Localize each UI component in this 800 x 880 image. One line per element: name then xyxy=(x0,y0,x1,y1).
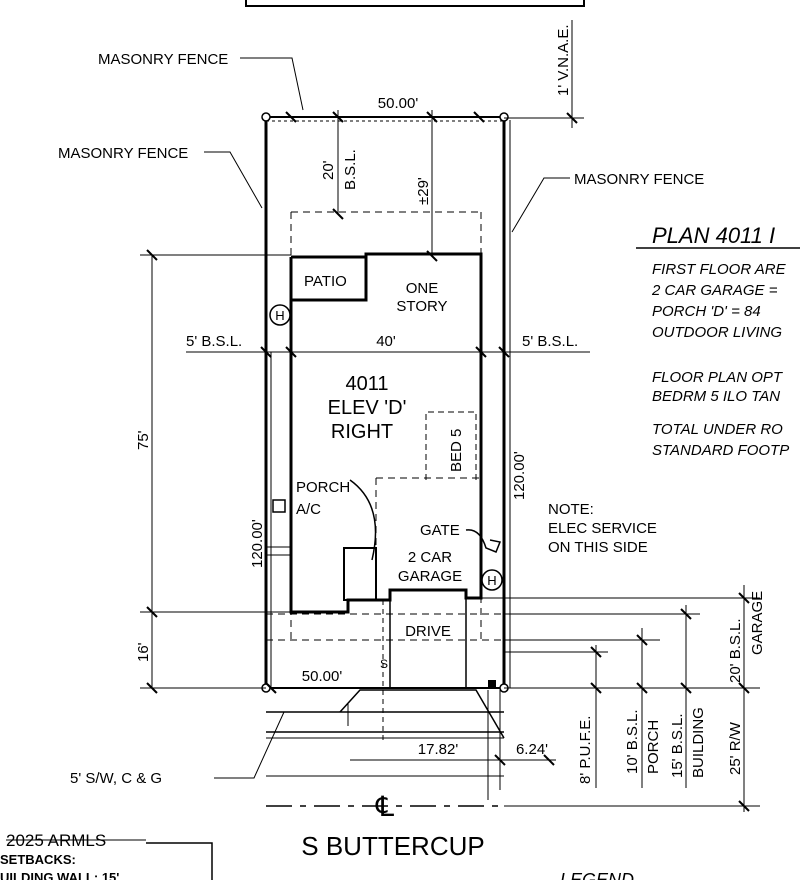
plan-table-line: OUTDOOR LIVING xyxy=(652,324,782,341)
garage-setback-label: GARAGE xyxy=(749,591,766,655)
porch-setback-dim: 10' B.S.L. xyxy=(624,709,641,774)
sidewalk-label: 5' S/W, C & G xyxy=(70,770,162,787)
hose-bib-label: H xyxy=(275,308,284,323)
fence-label: MASONRY FENCE xyxy=(58,145,188,162)
meter-box xyxy=(488,680,496,688)
drive-lines xyxy=(389,590,467,688)
plan-table-line: TOTAL UNDER RO xyxy=(652,421,783,438)
lot-width-top: 50.00' xyxy=(378,95,419,112)
sewer-mark: S xyxy=(380,657,388,671)
patio-label: PATIO xyxy=(304,273,347,290)
side-setback-left: 5' B.S.L. xyxy=(186,333,242,350)
front-drive-dim: 16' xyxy=(135,642,152,662)
pufe-label: 8' P.U.F.E. xyxy=(577,716,594,784)
bed5-label: BED 5 xyxy=(448,429,465,472)
bed5-outline xyxy=(425,411,477,480)
title-block-edge xyxy=(245,0,585,7)
porch-setback-label: PORCH xyxy=(645,720,662,774)
dimension-lines xyxy=(140,20,760,812)
elevation-label: ELEV 'D' xyxy=(328,397,407,419)
lot-depth-left: 120.00' xyxy=(249,519,266,568)
sidewalk-curb xyxy=(266,689,505,777)
gate-label: GATE xyxy=(420,522,460,539)
garage-setback-dim: 20' B.S.L. xyxy=(727,618,744,683)
lot-width-bottom: 50.00' xyxy=(302,668,343,685)
rear-house-dim: ±29' xyxy=(415,177,432,205)
street-name: S BUTTERCUP xyxy=(301,831,484,861)
centerline-symbol: ℄ xyxy=(375,791,394,822)
footer-box xyxy=(146,842,213,880)
note-label: NOTE: xyxy=(548,501,594,518)
plan-table-line: BEDRM 5 ILO TAN xyxy=(652,388,780,405)
plan-table-title: PLAN 4011 I xyxy=(652,223,775,248)
building-setback-label: BUILDING xyxy=(690,707,707,778)
side-setback-right: 5' B.S.L. xyxy=(522,333,578,350)
plan-table-line: FIRST FLOOR ARE xyxy=(652,261,787,278)
note-label: ON THIS SIDE xyxy=(548,539,648,556)
building-setback-dim: 15' B.S.L. xyxy=(669,713,686,778)
house-width-dim: 40' xyxy=(376,333,396,350)
gate-symbol xyxy=(465,529,502,553)
porch-outline xyxy=(343,547,377,601)
one-story-label: ONE xyxy=(406,280,439,297)
offset-right: 6.24' xyxy=(516,741,548,758)
plan-number: 4011 xyxy=(345,373,388,395)
rear-setback-dim: 20' xyxy=(320,160,337,180)
rear-setback-label: B.S.L. xyxy=(342,149,359,190)
plan-table-line: FLOOR PLAN OPT xyxy=(652,369,784,386)
building-wall-text: UILDING WALL: 15' xyxy=(0,870,119,880)
hose-bib-label: H xyxy=(487,573,496,588)
ac-unit xyxy=(272,499,286,513)
setbacks-heading: SETBACKS: xyxy=(0,852,76,867)
plan-table-line: 2 CAR GARAGE = xyxy=(651,282,778,299)
drive-label: DRIVE xyxy=(405,623,451,640)
plan-table-line: PORCH 'D' = 84 xyxy=(652,303,761,320)
garage-label: GARAGE xyxy=(398,568,462,585)
vnae-label: 1' V.N.A.E. xyxy=(555,24,572,96)
plan-table-line: STANDARD FOOTP xyxy=(652,442,789,459)
fence-label: MASONRY FENCE xyxy=(574,171,704,188)
legend-heading: LEGEND xyxy=(560,870,634,880)
hand-label: RIGHT xyxy=(331,421,393,443)
dimension-ticks xyxy=(146,111,750,812)
row-label: 25' R/W xyxy=(727,721,744,775)
porch-label: PORCH xyxy=(296,479,350,496)
setback-lines xyxy=(266,211,504,641)
house-depth-dim: 75' xyxy=(135,430,152,450)
garage-label: 2 CAR xyxy=(408,549,452,566)
ac-label: A/C xyxy=(296,501,321,518)
offset-left: 17.82' xyxy=(418,741,459,758)
one-story-label: STORY xyxy=(396,298,447,315)
porch-leader xyxy=(349,479,377,561)
note-label: ELEC SERVICE xyxy=(548,520,657,537)
lot-depth-right: 120.00' xyxy=(511,451,528,500)
hose-bib-icons xyxy=(269,304,503,591)
fence-label: MASONRY FENCE xyxy=(98,51,228,68)
